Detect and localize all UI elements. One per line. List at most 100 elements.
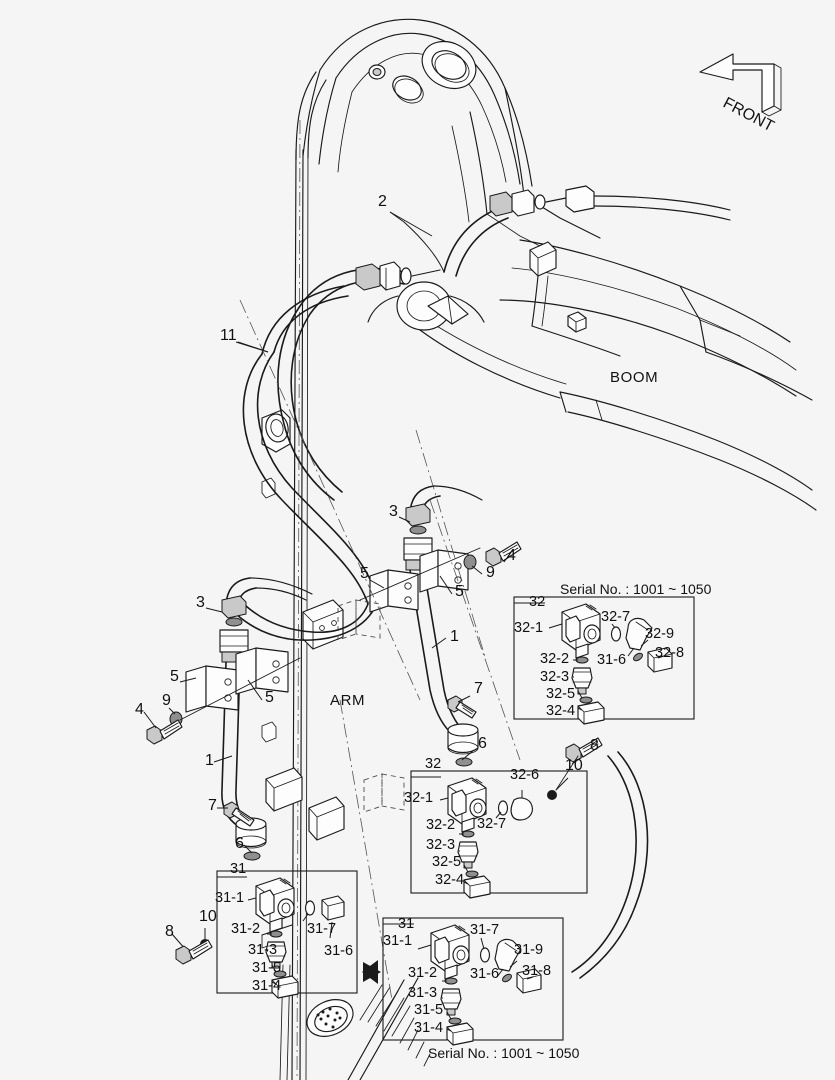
- callout-c-5-r2: 5: [455, 583, 464, 600]
- arm-section-label: ARM: [330, 692, 365, 709]
- boom-section-label: BOOM: [610, 369, 658, 386]
- boom-body: [367, 239, 817, 511]
- callout-c-3-right: 3: [389, 503, 398, 520]
- part-label-31-3: 31-3: [408, 985, 437, 1001]
- callout-c-1-left: 1: [205, 752, 214, 769]
- hardware-8-10-left: [175, 939, 213, 965]
- box3-labels: 31 31-1 31-2 31-3 31-5 31-4 31-7 31-6: [215, 861, 353, 994]
- valve-body-31-1-b: [430, 924, 470, 980]
- part-label-31-8: 31-8: [522, 963, 551, 979]
- callout-c-3-left: 3: [196, 594, 205, 611]
- callout-c-9-left: 9: [162, 692, 171, 709]
- part-label-31-6: 31-6: [324, 943, 353, 959]
- bolt-7-left: [223, 801, 255, 827]
- part-label-32-1: 32-1: [514, 620, 543, 636]
- bracket-5-right-inner: [369, 569, 419, 613]
- callout-c-5-r1: 5: [360, 565, 369, 582]
- part-label-32-6: 32-6: [510, 767, 539, 783]
- right-tube-assembly: [359, 485, 522, 767]
- callout-c-6-right: 6: [478, 735, 487, 752]
- part-label-31: 31: [230, 861, 246, 877]
- box1-labels: 32 32-1 32-2 32-3 32-5 32-4 32-7 31-6 32…: [514, 594, 684, 719]
- box2-labels: 32 32-1 32-2 32-3 32-5 32-4 32-7 32-6: [404, 756, 539, 888]
- detail-box-32-middle: 32 32-1 32-2 32-3 32-5 32-4 32-7 32-6: [404, 756, 588, 899]
- callout-c-2: 2: [378, 193, 387, 210]
- part-label-32-4: 32-4: [546, 703, 575, 719]
- part-label-32-8: 32-8: [655, 645, 684, 661]
- bolt-4-left: [146, 719, 183, 745]
- callout-leaders: [143, 211, 587, 951]
- callout-c-5-l2: 5: [265, 689, 274, 706]
- detail-box-31-lower-right: 31 31-1 31-2 31-3 31-5 31-4 31-7 31-6 31…: [382, 916, 580, 1061]
- hose-lower-right: [571, 755, 637, 973]
- part-label-31-3: 31-3: [248, 942, 277, 958]
- callout-c-10-left: 10: [199, 908, 217, 925]
- part-label-32-9: 32-9: [645, 626, 674, 642]
- bracket-5-left-outer: [185, 665, 239, 713]
- hose-2-upper-run: [443, 185, 731, 277]
- box4-labels: 31 31-1 31-2 31-3 31-5 31-4 31-7 31-6 31…: [383, 916, 551, 1036]
- arm-lower-hatching: [347, 977, 431, 1080]
- part-label-31-2: 31-2: [408, 965, 437, 981]
- part-label-32-5: 32-5: [546, 686, 575, 702]
- bolt-7-right: [447, 695, 477, 719]
- pointer-triangle-fill: [362, 960, 378, 984]
- part-label-31-5: 31-5: [414, 1002, 443, 1018]
- callout-c-8-right: 8: [590, 737, 599, 754]
- valve-body-31-1-a: [255, 877, 295, 933]
- part-label-32-7: 32-7: [477, 816, 506, 832]
- arm-port-detail: [306, 999, 354, 1037]
- callout-c-4-right: 4: [507, 547, 516, 564]
- valve-body-32-1-b: [447, 777, 487, 833]
- valve-body-32-1-a: [561, 603, 601, 659]
- part-label-31-5: 31-5: [252, 960, 281, 976]
- part-label-32: 32: [529, 594, 545, 610]
- callout-c-8-left: 8: [165, 923, 174, 940]
- part-label-31-9: 31-9: [514, 942, 543, 958]
- callout-c-7-right: 7: [474, 680, 483, 697]
- part-label-31-6: 31-6: [470, 966, 499, 982]
- part-label-31-4: 31-4: [252, 978, 281, 994]
- hose-2: [277, 211, 445, 501]
- callout-c-9-right: 9: [486, 564, 495, 581]
- callout-c-10-right: 10: [565, 757, 583, 774]
- bolt-4-right: [485, 541, 522, 567]
- part-label-32-2: 32-2: [426, 817, 455, 833]
- arm-centerline: [296, 119, 301, 1080]
- serial-note-bottom: Serial No. : 1001 ~ 1050: [428, 1045, 580, 1061]
- callout-c-11: 11: [220, 327, 237, 344]
- ghost-bracket-dashed: [337, 599, 405, 813]
- bracket-5-right-outer: [419, 549, 469, 593]
- callout-c-5-l1: 5: [170, 668, 179, 685]
- part-label-31-7: 31-7: [307, 921, 336, 937]
- boom-top-linkage: [302, 18, 601, 255]
- part-label-31-2: 31-2: [231, 921, 260, 937]
- hose-11-lower: [235, 599, 379, 641]
- part-label-31: 31: [398, 916, 414, 932]
- part-label-32-7: 32-7: [601, 609, 630, 625]
- part-label-31-1: 31-1: [215, 890, 244, 906]
- part-label-31-7: 31-7: [470, 922, 499, 938]
- hardware-8-10-right: [547, 737, 603, 800]
- part-label-31-1: 31-1: [383, 933, 412, 949]
- part-label-32-2: 32-2: [540, 651, 569, 667]
- part-label-32-1: 32-1: [404, 790, 433, 806]
- left-tube-assembly: [146, 577, 313, 861]
- callout-c-1-right: 1: [450, 628, 459, 645]
- callout-c-7-left: 7: [208, 797, 217, 814]
- callout-c-4-left: 4: [135, 701, 144, 718]
- arm-structure: [261, 71, 431, 1080]
- part-label-31-6: 31-6: [597, 652, 626, 668]
- bracket-5-left-inner: [235, 647, 289, 695]
- hose-lower-right-b: [579, 751, 649, 979]
- part-label-32-5: 32-5: [432, 854, 461, 870]
- part-label-32-3: 32-3: [426, 837, 455, 853]
- part-label-32: 32: [425, 756, 441, 772]
- part-label-32-3: 32-3: [540, 669, 569, 685]
- serial-note-top: Serial No. : 1001 ~ 1050: [560, 581, 712, 597]
- part-label-32-4: 32-4: [435, 872, 464, 888]
- detail-box-32-upper: Serial No. : 1001 ~ 1050: [513, 581, 712, 725]
